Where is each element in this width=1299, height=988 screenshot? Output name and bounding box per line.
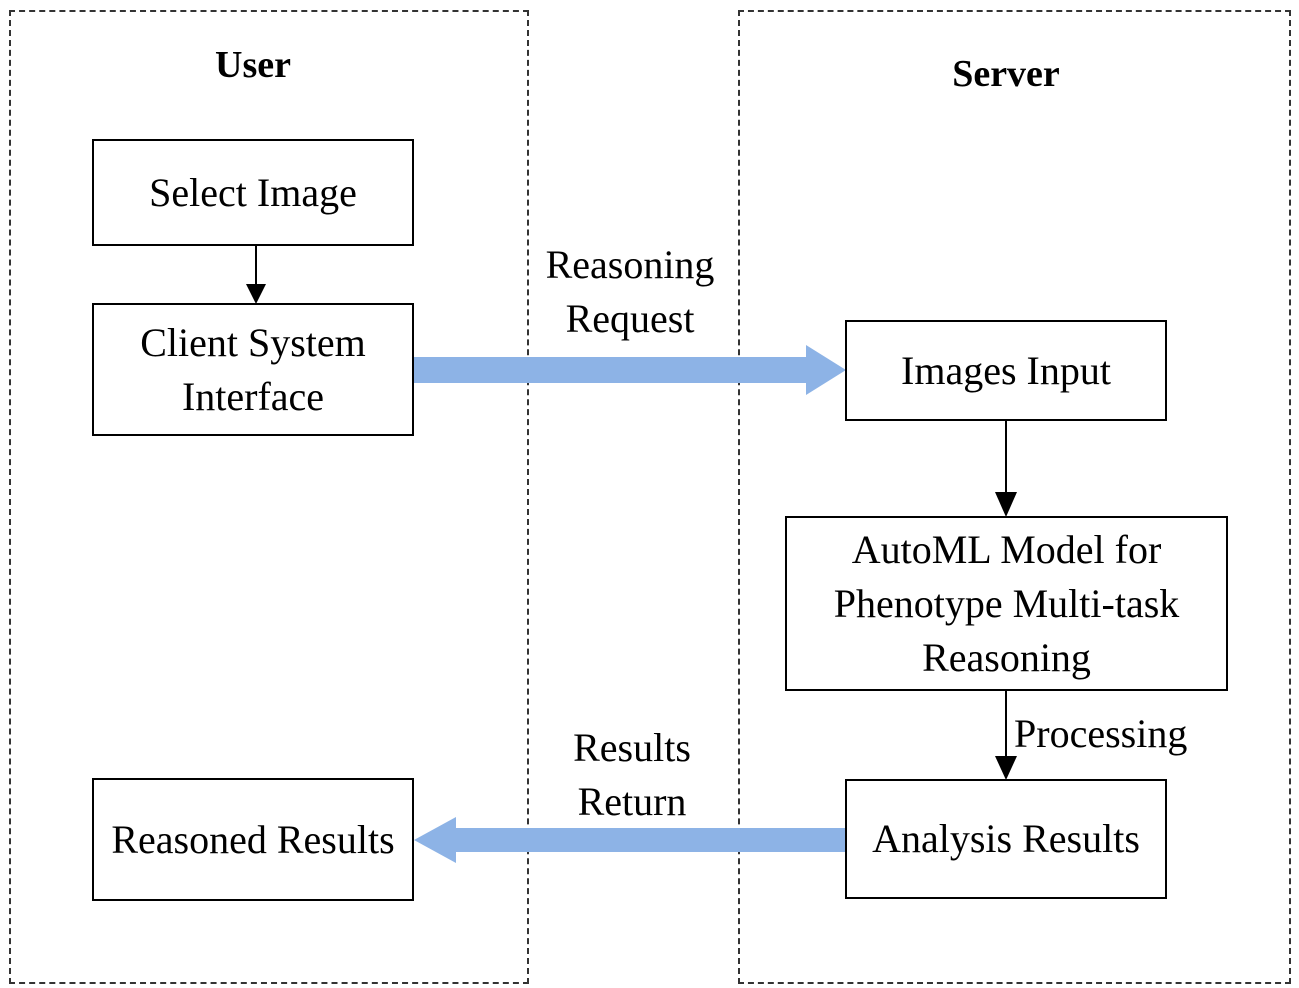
user-panel-title: User — [215, 44, 291, 86]
automl-model-box: AutoML Model for Phenotype Multi-task Re… — [785, 516, 1228, 691]
client-system-interface-label: Client System Interface — [140, 319, 366, 419]
reasoning-request-arrow — [414, 345, 846, 395]
arrow-select-to-client — [246, 245, 266, 304]
client-system-interface-box: Client System Interface — [92, 303, 414, 436]
automl-model-label: AutoML Model for Phenotype Multi-task Re… — [833, 526, 1180, 680]
reasoned-results-label: Reasoned Results — [111, 816, 395, 862]
reasoning-request-label: Reasoning Request — [545, 242, 715, 341]
reasoned-results-box: Reasoned Results — [92, 778, 414, 901]
server-panel-title: Server — [952, 53, 1060, 95]
user-panel — [9, 10, 529, 984]
select-image-box: Select Image — [92, 139, 414, 246]
analysis-results-label: Analysis Results — [872, 816, 1140, 861]
images-input-label: Images Input — [901, 347, 1111, 393]
select-image-label: Select Image — [149, 169, 357, 215]
server-panel — [738, 10, 1291, 984]
arrow-input-to-model — [995, 420, 1017, 517]
analysis-results-box: Analysis Results — [845, 779, 1167, 899]
results-return-label: Results Return — [573, 725, 691, 824]
results-return-arrow — [414, 817, 846, 863]
arrow-model-to-analysis — [995, 690, 1017, 780]
processing-label: Processing — [1014, 711, 1188, 756]
images-input-box: Images Input — [845, 320, 1167, 421]
